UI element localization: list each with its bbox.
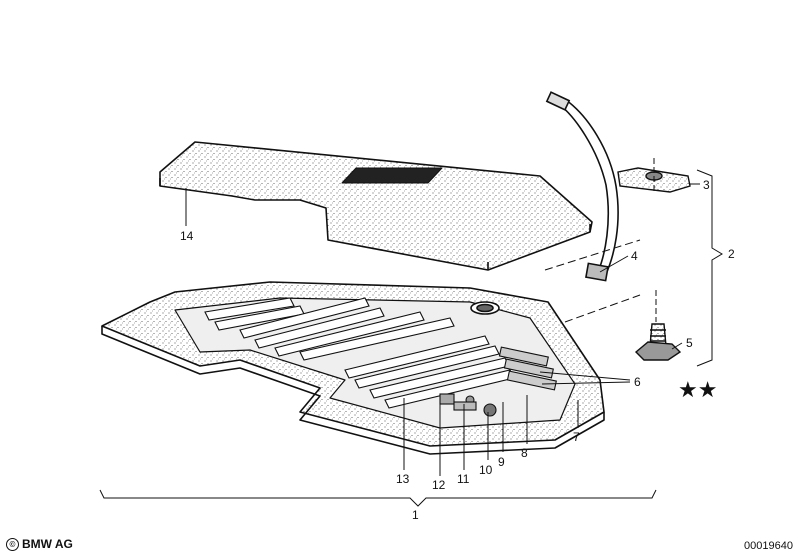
callout-12: 12 (432, 478, 446, 492)
cover-slot (341, 167, 443, 184)
wing-fastener (634, 290, 682, 361)
callout-2: 2 (728, 247, 735, 261)
callout-13: 13 (396, 472, 410, 486)
star-marker-icon: ★★ (678, 378, 717, 403)
callout-3: 3 (703, 178, 710, 192)
callout-7: 7 (573, 430, 580, 444)
callout-9: 9 (498, 455, 505, 469)
copyright-brand: © BMW AG (6, 537, 73, 551)
brand-label: BMW AG (22, 537, 73, 551)
callout-4: 4 (631, 249, 638, 263)
jack-handle (545, 91, 619, 282)
diagram-number: 00019640 (744, 540, 793, 552)
leader-lines (99, 169, 723, 507)
callouts: 1 2 3 4 5 6 7 8 9 10 11 12 13 14 (180, 178, 735, 522)
callout-10: 10 (479, 463, 493, 477)
callout-14: 14 (180, 229, 194, 243)
callout-8: 8 (521, 446, 528, 460)
callout-6: 6 (634, 375, 641, 389)
mounting-plate (617, 158, 691, 194)
cover-lid (159, 141, 593, 271)
tray-tools (204, 297, 557, 417)
callout-11: 11 (457, 472, 470, 486)
copyright-icon: © (6, 537, 19, 551)
callout-5: 5 (686, 336, 693, 350)
callout-1: 1 (412, 508, 419, 522)
